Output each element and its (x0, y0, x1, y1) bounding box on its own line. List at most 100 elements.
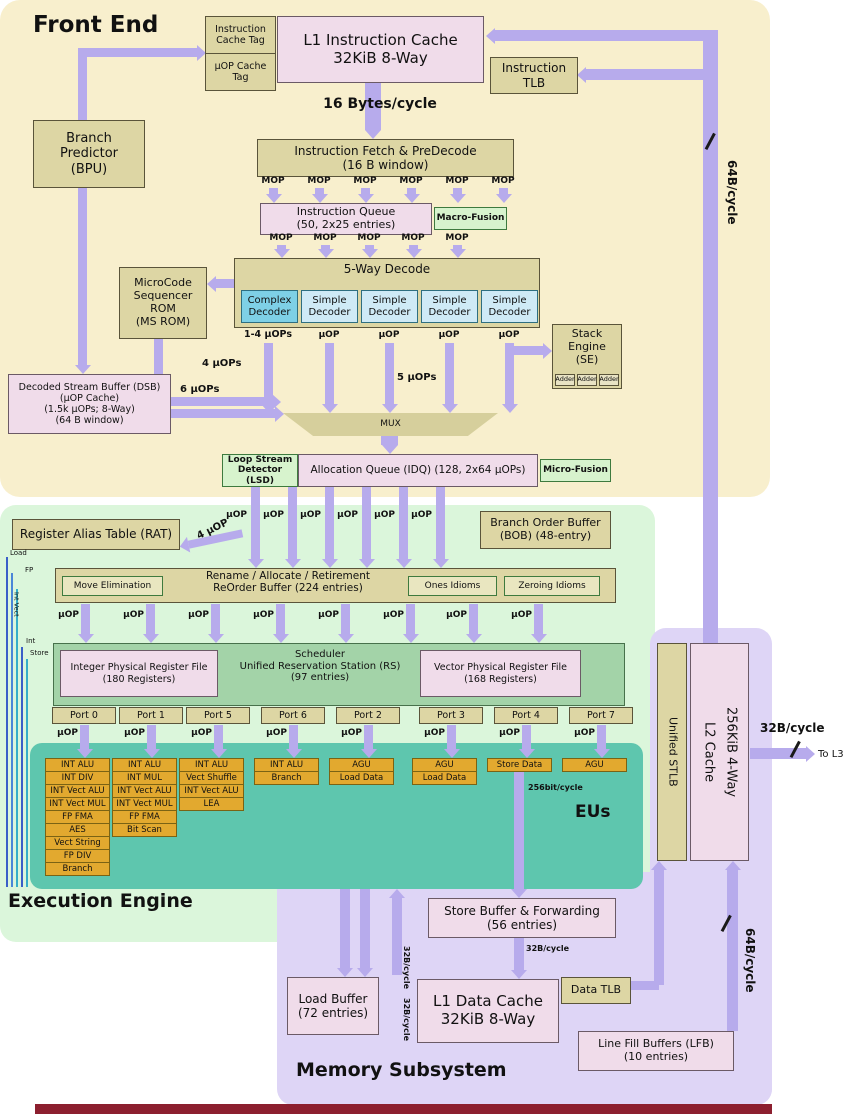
label-32b-cycle-load-2: 32B/cycle (402, 998, 412, 1042)
arrow-idq-uop (251, 487, 260, 559)
eu-unit: FP FMA (45, 810, 110, 824)
label-to-l3: To L3 (818, 749, 844, 760)
eu-unit: AGU (412, 758, 477, 772)
arrow-trunk-to-l1i (495, 30, 703, 41)
label-32b-cycle-load-1: 32B/cycle (402, 946, 412, 990)
label-uop: µOP (188, 610, 209, 620)
box-port-3: Port 3 (419, 707, 483, 724)
label-uop: µOP (446, 610, 467, 620)
box-adder-1: Adder (555, 374, 575, 386)
eu-unit: Load Data (412, 771, 477, 785)
label-mop: MOP (269, 233, 293, 243)
arrow-fetch-mop (499, 188, 508, 194)
arrow-l2-to-l3 (750, 748, 806, 759)
label-uop: µOP (191, 728, 212, 738)
label-64b-cycle-top: 64B/cycle (724, 160, 739, 225)
label-uop: µOP (411, 510, 432, 520)
arrow-fetch-mop (315, 188, 324, 194)
label-mop: MOP (399, 176, 423, 186)
arrow-iq-mop (365, 245, 374, 249)
bus-label-int: Int (26, 637, 36, 645)
box-instruction-queue: Instruction Queue (50, 2x25 entries) (260, 203, 432, 235)
eu-unit: INT ALU (254, 758, 319, 772)
label-32b-cycle-l3: 32B/cycle (760, 721, 825, 735)
label-1-4-uops: 1-4 µOPs (244, 329, 292, 340)
label-mop: MOP (445, 176, 469, 186)
label-uop: µOP (337, 510, 358, 520)
box-l1-data-cache: L1 Data Cache 32KiB 8-Way (417, 979, 559, 1043)
arrow-rename-uop (81, 604, 90, 634)
box-zeroing-idioms: Zeroing Idioms (504, 576, 600, 596)
eu-unit: INT Vect ALU (45, 784, 110, 798)
bus-label-int-vect: Int Vect (12, 592, 21, 617)
rename-title: Rename / Allocate / Retirement ReOrder B… (205, 570, 371, 595)
eu-unit: INT Vect MUL (45, 797, 110, 811)
label-mop: MOP (445, 233, 469, 243)
arrow-store-to-store-buffer (514, 771, 524, 889)
box-adder-3: Adder (599, 374, 619, 386)
box-rat: Register Alias Table (RAT) (12, 519, 180, 550)
arrow-l1i-to-fetch (365, 83, 381, 130)
label-mop: MOP (357, 233, 381, 243)
box-cache-tags: Instruction Cache Tag µOP Cache Tag (205, 16, 276, 91)
eu-unit: Branch (45, 862, 110, 876)
arrow-port-uop (447, 725, 456, 749)
arrow-bpu-up-vertical (78, 52, 87, 120)
arrow-trunk-to-itlb (586, 69, 703, 80)
label-uop: µOP (341, 728, 362, 738)
eu-unit: LEA (179, 797, 244, 811)
arrow-fetch-mop (269, 188, 278, 194)
label-uop: µOP (57, 728, 78, 738)
eu-unit: Branch (254, 771, 319, 785)
arrow-iq-mop (321, 245, 330, 249)
arrow-eu-to-load-buffer (340, 889, 350, 968)
eu-unit: INT ALU (179, 758, 244, 772)
box-ms-rom: MicroCode Sequencer ROM (MS ROM) (119, 267, 207, 339)
label-uop: µOP (300, 510, 321, 520)
label-uop: µOP (263, 510, 284, 520)
bus-label-load: Load (10, 549, 27, 557)
box-macro-fusion: Macro-Fusion (434, 207, 507, 230)
label-uop: µOP (498, 330, 520, 340)
arrow-msrom-to-mux (154, 409, 275, 418)
label-64b-cycle-bottom: 64B/cycle (742, 928, 757, 993)
bus-label-fp: FP (25, 566, 34, 574)
arrow-port-uop (597, 725, 606, 749)
arrow-bpu-to-tag (78, 48, 197, 57)
arrow-rename-uop (469, 604, 478, 634)
label-uop: µOP (424, 728, 445, 738)
label-mop: MOP (261, 176, 285, 186)
box-move-elimination: Move Elimination (62, 576, 163, 596)
arrow-idq-uop (436, 487, 445, 559)
label-uop: µOP (378, 330, 400, 340)
label-uop: µOP (383, 610, 404, 620)
eu-unit: Bit Scan (112, 823, 177, 837)
box-vec-prf: Vector Physical Register File (168 Regis… (420, 650, 581, 697)
arrow-rename-uop (276, 604, 285, 634)
arrow-rename-uop (211, 604, 220, 634)
arrow-rename-uop (406, 604, 415, 634)
arrow-decoder-to-mux (264, 343, 273, 404)
arrow-lfb-to-l2 (727, 870, 738, 1031)
box-load-buffer: Load Buffer (72 entries) (287, 977, 379, 1035)
title-memory-subsystem: Memory Subsystem (296, 1059, 507, 1081)
arrow-decode-to-msrom (216, 279, 234, 288)
box-lsd: Loop Stream Detector (LSD) (222, 454, 298, 487)
box-simple-decoder-2: Simple Decoder (361, 290, 418, 323)
box-simple-decoder-3: Simple Decoder (421, 290, 478, 323)
arrow-fetch-mop (407, 188, 416, 194)
box-micro-fusion: Micro-Fusion (540, 459, 611, 482)
box-bob: Branch Order Buffer (BOB) (48-entry) (480, 511, 611, 549)
box-port-6: Port 6 (261, 707, 325, 724)
arrow-data-tlb-to-stlb (654, 870, 664, 985)
box-simple-decoder-1: Simple Decoder (301, 290, 358, 323)
box-line-fill-buffers: Line Fill Buffers (LFB) (10 entries) (578, 1031, 734, 1071)
bus-line-store (26, 659, 28, 887)
label-mop: MOP (313, 233, 337, 243)
label-16-bytes-cycle: 16 Bytes/cycle (323, 96, 437, 112)
title-execution-engine: Execution Engine (8, 890, 193, 912)
eu-unit: AGU (562, 758, 627, 772)
title-front-end: Front End (33, 12, 159, 38)
box-fetch-predecode: Instruction Fetch & PreDecode (16 B wind… (257, 139, 514, 177)
label-mop: MOP (491, 176, 515, 186)
